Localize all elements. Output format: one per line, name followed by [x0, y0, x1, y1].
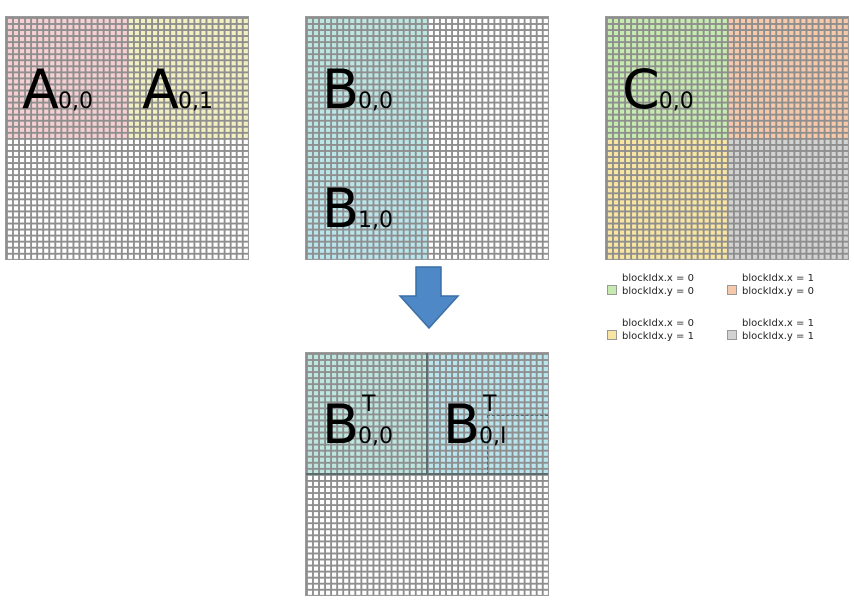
label-bt01: B0,I	[443, 393, 507, 456]
matrix-b	[305, 16, 549, 260]
legend-line-y: blockIdx.y = 0	[607, 285, 694, 298]
label-b00: B0,0	[322, 58, 394, 121]
label-bt00: B0,0	[322, 393, 394, 456]
legend-swatch	[727, 330, 737, 340]
matrix-bt	[305, 352, 549, 596]
grid-lines	[606, 17, 848, 259]
legend-item-x1-y1: blockIdx.x = 1 blockIdx.y = 1	[727, 317, 814, 343]
tile-bt01-inner-box	[487, 415, 548, 475]
legend-item-x1-y0: blockIdx.x = 1 blockIdx.y = 0	[727, 272, 814, 298]
tile-bt-bottom-border	[306, 473, 548, 475]
tile-bt01-divider	[426, 353, 428, 475]
legend-line-x: blockIdx.x = 0	[622, 273, 694, 284]
legend-item-x0-y0: blockIdx.x = 0 blockIdx.y = 0	[607, 272, 694, 298]
label-a00: A0,0	[22, 58, 93, 121]
matrix-a	[5, 16, 249, 260]
legend-swatch	[727, 285, 737, 295]
legend-line-x: blockIdx.x = 1	[742, 273, 814, 284]
label-b10: B1,0	[322, 177, 394, 240]
down-arrow-icon	[398, 266, 460, 330]
grid-lines	[306, 17, 548, 259]
matrix-c	[605, 16, 849, 260]
label-c00: C0,0	[622, 58, 694, 121]
legend-swatch	[607, 285, 617, 295]
label-bt01-superscript: T	[483, 392, 497, 417]
legend-item-x0-y1: blockIdx.x = 0 blockIdx.y = 1	[607, 317, 694, 343]
legend-line-y: blockIdx.y = 1	[727, 330, 814, 343]
legend-line-x: blockIdx.x = 0	[622, 318, 694, 329]
label-a01: A0,1	[142, 58, 213, 121]
grid-lines	[6, 17, 248, 259]
legend-line-y: blockIdx.y = 1	[607, 330, 694, 343]
legend-swatch	[607, 330, 617, 340]
legend-line-y: blockIdx.y = 0	[727, 285, 814, 298]
label-bt00-superscript: T	[362, 392, 376, 417]
legend-line-x: blockIdx.x = 1	[742, 318, 814, 329]
